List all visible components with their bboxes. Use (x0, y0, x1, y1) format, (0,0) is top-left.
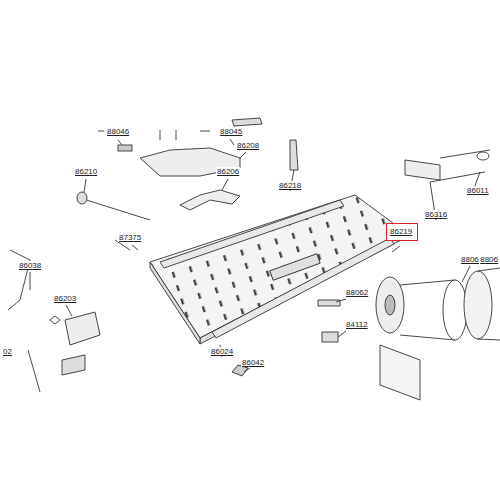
callout-number: 86206 (216, 167, 240, 176)
callout-number: 86042 (241, 358, 265, 367)
callout-number: 86024 (210, 347, 234, 356)
callout-number: 88045 (219, 127, 243, 136)
callout-number: 86210 (74, 167, 98, 176)
callout-number: 86316 (424, 210, 448, 219)
callout-number: 8806 (479, 255, 499, 264)
callout-number: 88046 (106, 127, 130, 136)
callout-number: 86208 (236, 141, 260, 150)
callout-number: 02 (2, 347, 13, 356)
callout-number: 86219 (390, 227, 414, 236)
callout-number: 88062 (345, 288, 369, 297)
highlight-box: 86219 (386, 223, 418, 241)
callout-number: 86038 (18, 261, 42, 270)
callout-number: 86218 (278, 181, 302, 190)
callout-number: 86203 (53, 294, 77, 303)
callout-number: 87375 (118, 233, 142, 242)
callout-number: 86011 (466, 186, 490, 195)
callout-number: 84112 (345, 320, 369, 329)
